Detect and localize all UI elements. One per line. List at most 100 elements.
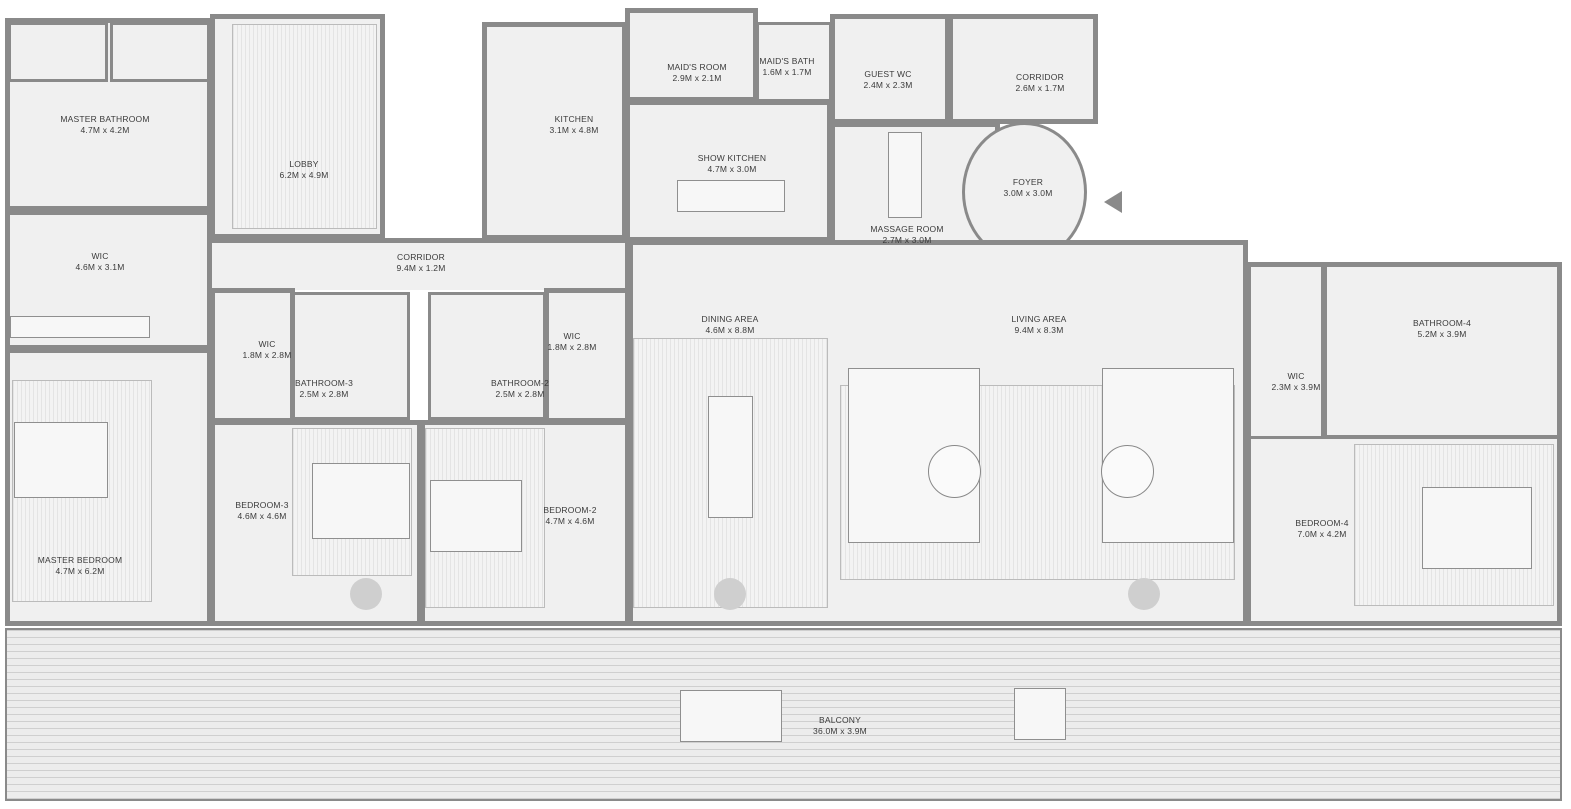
- room-name: SHOW KITCHEN: [697, 153, 767, 163]
- room-name: BEDROOM-4: [1295, 518, 1349, 528]
- room-size: 1.6M x 1.7M: [762, 67, 812, 77]
- bedroom-3-bed: [312, 463, 410, 539]
- room-corridor-entry: [948, 14, 1098, 124]
- room-name: WIC: [258, 339, 276, 349]
- room-size: 9.4M x 1.2M: [396, 263, 446, 273]
- room-name: MAID'S ROOM: [667, 62, 727, 72]
- column-bedroom: [350, 578, 382, 610]
- column-living: [1128, 578, 1160, 610]
- room-name: FOYER: [1012, 177, 1044, 187]
- room-size: 5.2M x 3.9M: [1417, 329, 1467, 339]
- room-name: GUEST WC: [864, 69, 912, 79]
- balcony-table-dining: [680, 690, 782, 742]
- foyer-round: [962, 122, 1087, 262]
- dining-table: [708, 396, 753, 518]
- room-name: WIC: [1287, 371, 1305, 381]
- room-name: CORRIDOR: [397, 252, 445, 262]
- entrance-arrow-icon: [1104, 191, 1122, 213]
- room-size: 4.7M x 6.2M: [55, 566, 105, 576]
- room-name: DINING AREA: [701, 314, 759, 324]
- room-wc-master: [8, 22, 108, 82]
- room-name: WIC: [91, 251, 109, 261]
- room-name: BEDROOM-3: [235, 500, 289, 510]
- room-size: 1.8M x 2.8M: [242, 350, 292, 360]
- room-wic-2: [544, 288, 630, 423]
- room-name: BATHROOM-2: [490, 378, 550, 388]
- room-bathroom-2: [428, 292, 546, 420]
- room-name: MASTER BATHROOM: [60, 114, 150, 124]
- room-name: MASSAGE ROOM: [870, 224, 944, 234]
- column-dining: [714, 578, 746, 610]
- coffee-table-left: [928, 445, 981, 498]
- room-bathroom-4: [1322, 262, 1562, 440]
- room-size: 4.7M x 4.2M: [80, 125, 130, 135]
- room-name: BATHROOM-3: [294, 378, 354, 388]
- room-size: 7.0M x 4.2M: [1297, 529, 1347, 539]
- room-name: MAID'S BATH: [759, 56, 815, 66]
- lobby-rug: [232, 24, 377, 229]
- room-name: CORRIDOR: [1016, 72, 1064, 82]
- room-size: 4.6M x 3.1M: [75, 262, 125, 272]
- room-size: 2.3M x 3.9M: [1271, 382, 1321, 392]
- room-size: 2.9M x 2.1M: [672, 73, 722, 83]
- balcony-table-lounge: [1014, 688, 1066, 740]
- room-show-kitchen: [625, 100, 832, 242]
- room-name: BATHROOM-4: [1412, 318, 1472, 328]
- room-guest-wc: [830, 14, 950, 124]
- room-name: BEDROOM-2: [543, 505, 597, 515]
- room-size: 4.6M x 4.6M: [237, 511, 287, 521]
- room-size: 3.0M x 3.0M: [1003, 188, 1053, 198]
- master-bed: [14, 422, 108, 498]
- room-name: WIC: [563, 331, 581, 341]
- room-name: LIVING AREA: [1011, 314, 1067, 324]
- room-size: 2.6M x 1.7M: [1015, 83, 1065, 93]
- room-size: 2.4M x 2.3M: [863, 80, 913, 90]
- balcony-deck: [5, 628, 1562, 801]
- room-size: 2.5M x 2.8M: [495, 389, 545, 399]
- room-size: 36.0M x 3.9M: [813, 726, 867, 736]
- bedroom-4-bed: [1422, 487, 1532, 569]
- room-shower-master: [110, 22, 210, 82]
- room-kitchen: [482, 22, 627, 240]
- room-size: 4.6M x 8.8M: [705, 325, 755, 335]
- room-size: 3.1M x 4.8M: [549, 125, 599, 135]
- wic-master-shelf: [10, 316, 150, 338]
- room-size: 9.4M x 8.3M: [1014, 325, 1064, 335]
- show-kitchen-island: [677, 180, 785, 212]
- room-size: 1.8M x 2.8M: [547, 342, 597, 352]
- room-name: MASTER BEDROOM: [37, 555, 123, 565]
- bedroom-2-bed: [430, 480, 522, 552]
- room-maids-room: [625, 8, 758, 102]
- room-name: LOBBY: [289, 159, 319, 169]
- room-bathroom-3: [292, 292, 410, 420]
- room-size: 2.7M x 3.0M: [882, 235, 932, 245]
- room-size: 6.2M x 4.9M: [279, 170, 329, 180]
- coffee-table-right: [1101, 445, 1154, 498]
- room-size: 4.7M x 3.0M: [707, 164, 757, 174]
- room-name: KITCHEN: [554, 114, 594, 124]
- massage-table: [888, 132, 922, 218]
